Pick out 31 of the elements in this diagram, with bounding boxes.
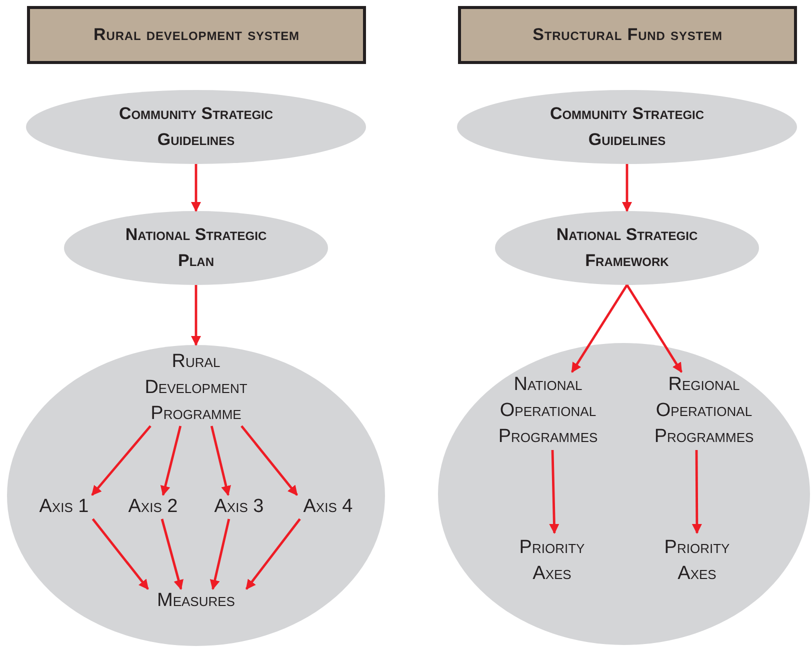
arrow — [190, 285, 202, 346]
arrow — [692, 450, 702, 534]
title-box: Rural development system — [27, 6, 366, 64]
ellipse: National Strategic Framework — [495, 211, 759, 285]
arrow — [549, 450, 560, 534]
arrow — [160, 426, 182, 496]
node-label: Rural Development Programme — [131, 350, 261, 426]
arrow — [570, 284, 628, 373]
arrow — [210, 518, 230, 590]
arrow — [91, 425, 152, 496]
node-label: Axis 2 — [117, 495, 189, 519]
ellipse: National Strategic Plan — [64, 211, 328, 285]
arrow — [245, 518, 301, 590]
ellipse: Community Strategic Guidelines — [457, 90, 797, 164]
arrow — [160, 518, 184, 590]
arrow — [626, 284, 683, 373]
node-label: Measures — [136, 589, 256, 613]
arrow — [92, 518, 149, 590]
node-label: Axis 1 — [28, 495, 100, 519]
arrow — [240, 425, 298, 496]
node-label: Priority Axes — [657, 533, 737, 589]
node-label: Priority Axes — [512, 533, 592, 589]
node-label: Axis 3 — [203, 495, 275, 519]
ellipse: Community Strategic Guidelines — [26, 90, 366, 164]
title-box: Structural Fund system — [458, 6, 797, 64]
node-label: Regional Operational Programmes — [629, 372, 779, 450]
arrow — [190, 164, 202, 212]
arrow — [210, 426, 231, 496]
node-label: Axis 4 — [292, 495, 364, 519]
node-label: National Operational Programmes — [473, 372, 623, 450]
arrow — [622, 164, 632, 212]
